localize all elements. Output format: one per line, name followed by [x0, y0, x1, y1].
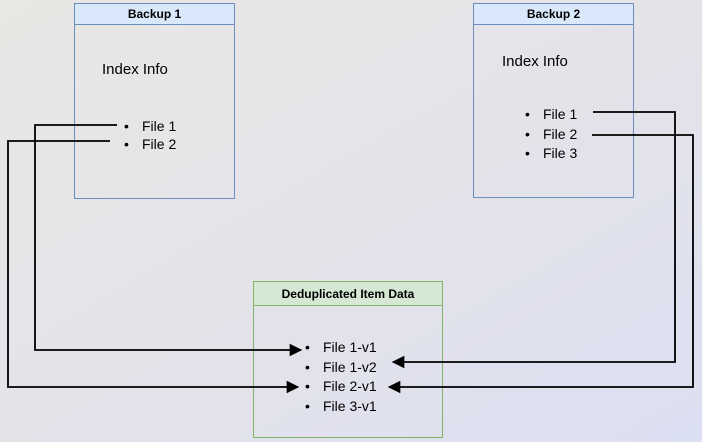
backup1-box: Backup 1 — [74, 3, 235, 199]
dedup-item-list: File 1-v1 File 1-v2 File 2-v1 File 3-v1 — [305, 338, 377, 416]
backup2-title: Backup 2 — [526, 7, 581, 21]
backup1-header: Backup 1 — [75, 4, 234, 25]
dedup-file3v1-item: File 3-v1 — [305, 397, 377, 417]
backup1-title: Backup 1 — [127, 7, 182, 21]
backup1-file1-item: File 1 — [124, 117, 176, 135]
dedup-file1v2-item: File 1-v2 — [305, 358, 377, 378]
backup2-file1-item: File 1 — [525, 105, 577, 125]
backup1-index-info-label: Index Info — [102, 61, 168, 78]
backup2-file2-item: File 2 — [525, 125, 577, 145]
dedup-file1v1-item: File 1-v1 — [305, 338, 377, 358]
dedup-title: Deduplicated Item Data — [281, 286, 415, 301]
backup1-file2-item: File 2 — [124, 135, 176, 153]
backup2-box: Backup 2 — [473, 3, 634, 198]
backup2-header: Backup 2 — [474, 4, 633, 25]
backup2-file-list: File 1 File 2 File 3 — [525, 105, 577, 164]
backup2-index-info-label: Index Info — [502, 53, 568, 70]
backup1-file-list: File 1 File 2 — [124, 117, 176, 153]
dedup-header: Deduplicated Item Data — [254, 282, 442, 306]
dedup-file2v1-item: File 2-v1 — [305, 377, 377, 397]
backup2-file3-item: File 3 — [525, 144, 577, 164]
